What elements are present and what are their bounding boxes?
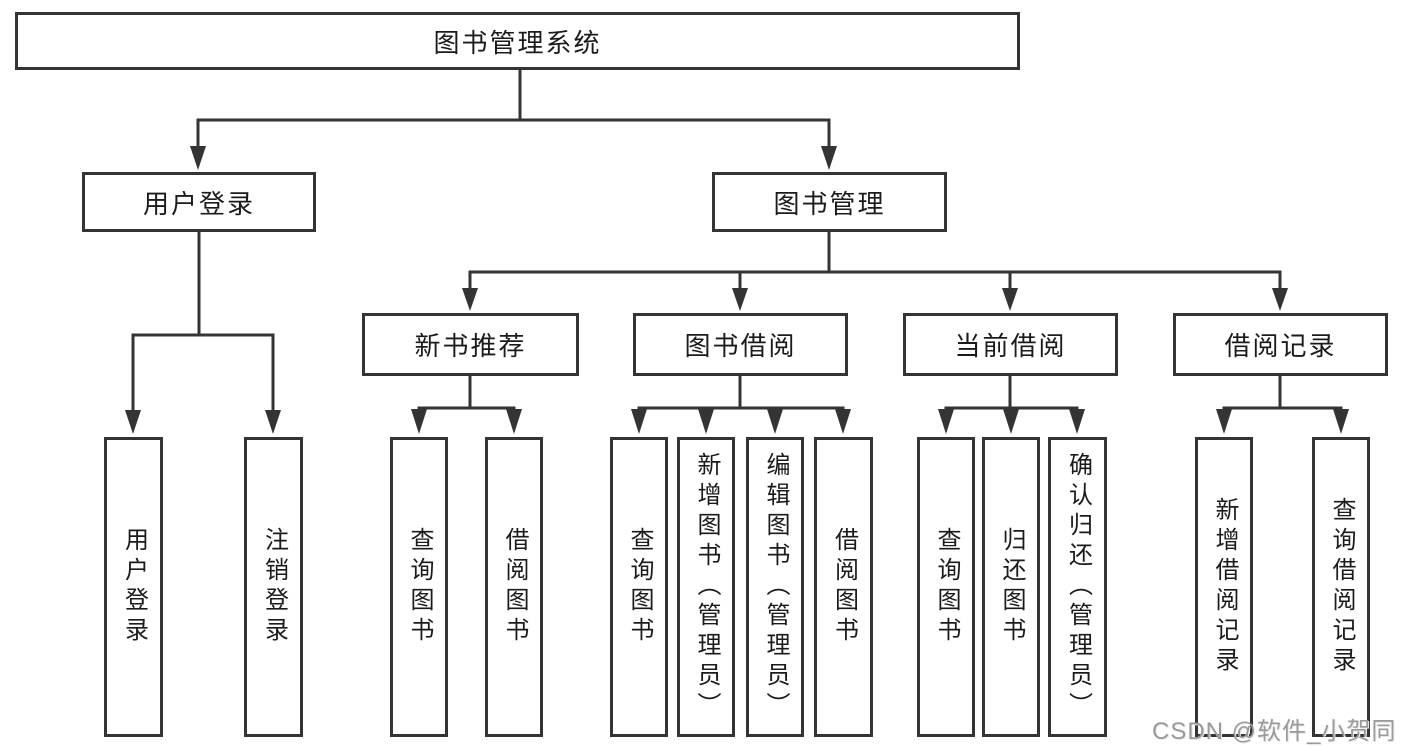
node-label: 借阅记录 [1224, 331, 1337, 361]
leaf-query-borrow-record: 查询借阅记录 [1312, 437, 1370, 737]
connector-user-login-branch [131, 232, 275, 412]
node-label: 新书推荐 [414, 331, 527, 361]
connector-book-management-branch [468, 232, 1282, 290]
leaf-label: 注销登录 [260, 527, 288, 647]
leaf-query-books-2: 查询图书 [610, 437, 668, 737]
leaf-label: 编辑图书（管理员） [762, 452, 789, 722]
leaf-label: 用户登录 [120, 527, 148, 647]
leaf-label: 查询借阅记录 [1328, 497, 1355, 677]
arrowheads-level2 [190, 146, 837, 170]
leaf-label: 确认归还（管理员） [1064, 452, 1092, 722]
leaf-label: 查询图书 [406, 527, 433, 647]
leaf-borrow-books-2: 借阅图书 [814, 437, 873, 737]
node-label: 图书借阅 [684, 331, 797, 361]
leaf-label: 借阅图书 [501, 527, 528, 647]
leaf-confirm-return-admin: 确认归还（管理员） [1048, 437, 1107, 737]
node-book-borrowing: 图书借阅 [633, 313, 848, 376]
node-library-management-system: 图书管理系统 [15, 12, 1020, 70]
node-borrowing-records: 借阅记录 [1173, 313, 1388, 376]
leaf-add-books-admin: 新增图书（管理员） [677, 437, 735, 737]
connector-leaf-bars [417, 376, 1343, 410]
leaf-label: 借阅图书 [830, 527, 858, 647]
leaf-label: 查询图书 [933, 527, 960, 647]
leaf-label: 查询图书 [626, 527, 653, 647]
node-user-login: 用户登录 [82, 172, 316, 232]
connector-root-to-level2 [196, 68, 831, 148]
arrowheads-user-login-leaves [125, 410, 281, 434]
node-current-borrowing: 当前借阅 [903, 313, 1118, 376]
arrowheads-leaves [411, 409, 1349, 434]
leaf-return-books: 归还图书 [982, 437, 1040, 737]
leaf-label: 新增借阅记录 [1211, 497, 1238, 677]
arrowheads-level3 [462, 288, 1288, 311]
node-label: 图书管理 [773, 188, 886, 219]
node-label: 图书管理系统 [433, 27, 602, 58]
leaf-user-login: 用户登录 [104, 437, 163, 737]
node-label: 当前借阅 [954, 331, 1067, 361]
node-label: 用户登录 [142, 188, 255, 219]
leaf-label: 归还图书 [998, 527, 1025, 647]
node-new-book-recommendation: 新书推荐 [362, 313, 579, 376]
node-book-management: 图书管理 [712, 172, 947, 232]
leaf-borrow-books-1: 借阅图书 [485, 437, 543, 737]
leaf-query-books-3: 查询图书 [917, 437, 975, 737]
leaf-add-borrow-record: 新增借阅记录 [1195, 437, 1253, 737]
leaf-edit-books-admin: 编辑图书（管理员） [746, 437, 804, 737]
leaf-logout: 注销登录 [244, 437, 303, 737]
leaf-query-books-1: 查询图书 [390, 437, 448, 737]
csdn-watermark: CSDN @软件_小贺同学 [1152, 718, 1397, 745]
leaf-label: 新增图书（管理员） [693, 452, 720, 722]
